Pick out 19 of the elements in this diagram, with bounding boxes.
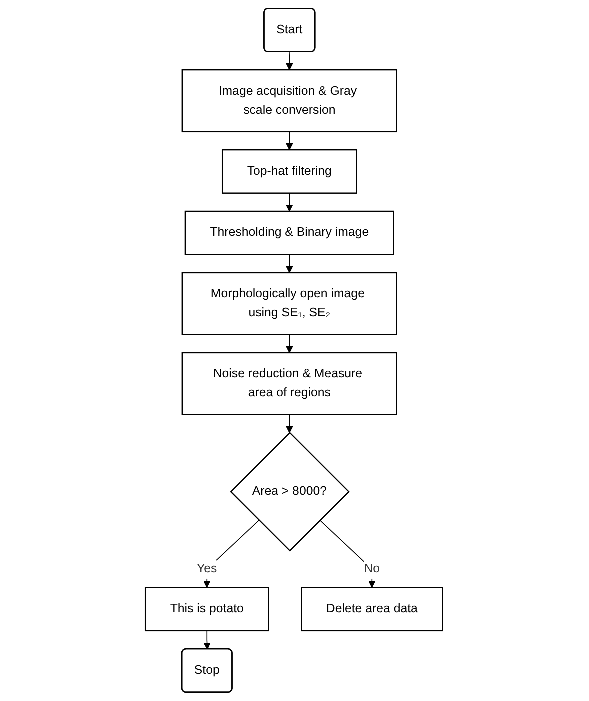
arrow xyxy=(286,254,294,274)
node-box: Delete area data xyxy=(301,587,444,632)
edge-label: No xyxy=(364,562,380,576)
arrow xyxy=(286,414,294,434)
node-box: Morphologically open image using SE₁, SE₂ xyxy=(182,272,398,336)
node-box: Image acquisition & Gray scale conversion xyxy=(182,69,398,133)
arrow xyxy=(286,192,294,212)
arrow xyxy=(204,630,212,650)
node-box: This is potato xyxy=(145,587,270,632)
arrow xyxy=(286,52,294,70)
node-diamond: Area > 8000? xyxy=(230,432,350,552)
node-box: Top-hat filtering xyxy=(222,149,358,194)
arrow xyxy=(320,520,376,588)
edge-label: Yes xyxy=(197,562,218,576)
node-box: Noise reduction & Measure area of regions xyxy=(182,352,398,416)
arrow xyxy=(204,520,260,588)
node-box: Thresholding & Binary image xyxy=(185,210,395,256)
arrow xyxy=(286,334,294,354)
arrow xyxy=(286,132,294,150)
